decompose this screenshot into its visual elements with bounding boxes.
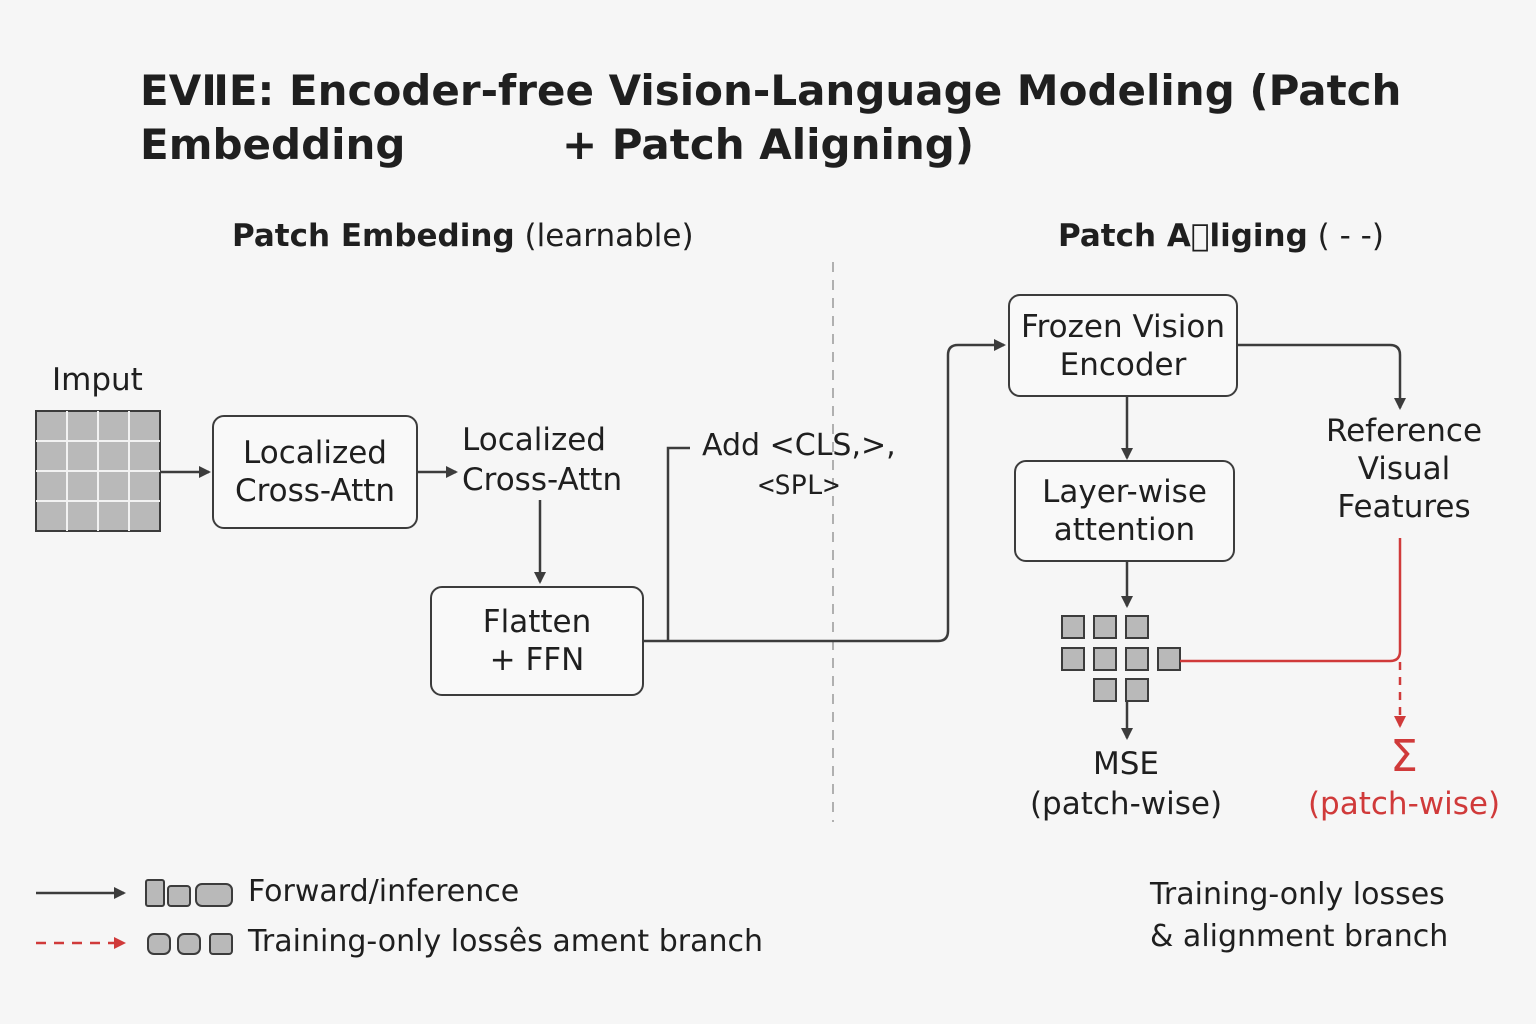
frozen-box-line2: Encoder	[1059, 346, 1187, 383]
patch-token	[1157, 647, 1181, 671]
output-patch-tokens	[1061, 615, 1181, 702]
localized-box-line2: Cross-Attn	[234, 473, 396, 509]
localized-output-line2: Cross-Attn	[462, 462, 623, 498]
input-label: Imput	[52, 362, 143, 398]
patch-token	[1061, 647, 1085, 671]
patch-token	[1093, 678, 1117, 702]
flatten-box-line2: + FFN	[489, 642, 585, 678]
arrow-encoder-to-reference	[1238, 343, 1406, 410]
reference-line1: Reference	[1325, 413, 1483, 449]
localized-box-line1: Localized	[243, 435, 387, 471]
flatten-ffn-box: Flatten + FFN	[430, 586, 644, 696]
mse-label: MSE (patch-wise)	[1026, 744, 1226, 824]
localized-output-label: Localized Cross-Attn	[462, 420, 622, 500]
add-tokens-line2: <SPL>	[758, 470, 840, 501]
mse-title: MSE	[1092, 746, 1159, 782]
reference-visual-features-label: Reference Visual Features	[1322, 412, 1486, 526]
flatten-box-line1: Flatten	[482, 604, 592, 640]
section-patch-aligning-title: Patch A⃨liging	[1058, 218, 1308, 254]
patch-token	[1093, 647, 1117, 671]
legend-training-label: Training-only lossês ament branch	[248, 924, 763, 959]
add-tokens-line1: Add <CLS,>,	[702, 428, 896, 463]
section-patch-aligning-note: ( - -)	[1317, 218, 1384, 254]
add-tokens-connector	[666, 446, 690, 640]
patch-token	[1061, 615, 1085, 639]
diagram-title-line1: EVⅡE: Encoder-free Vision-Language Model…	[140, 66, 1402, 169]
add-tokens-label: Add <CLS,>, <SPL>	[702, 426, 896, 506]
legend-note-line2: & alignment branch	[1150, 919, 1449, 954]
legend-note-line1: Training-only losses	[1150, 877, 1445, 912]
reference-line2: Visual	[1357, 451, 1451, 487]
sigma-note: (patch-wise)	[1307, 786, 1501, 822]
patch-token	[1125, 615, 1149, 639]
sigma-symbol: Σ	[1390, 731, 1418, 782]
legend-forward-label: Forward/inference	[248, 874, 520, 909]
reference-line3: Features	[1337, 489, 1471, 525]
diagram-title-line2: + Patch Aligning)	[561, 120, 975, 169]
section-patch-embedding: Patch Embeding (learnable)	[232, 218, 694, 254]
localized-cross-attn-box: Localized Cross-Attn	[212, 415, 418, 529]
red-alignment-line	[1180, 538, 1402, 663]
mse-note: (patch-wise)	[1029, 786, 1223, 822]
localized-output-line1: Localized	[462, 422, 606, 458]
frozen-vision-encoder-box: Frozen Vision Encoder	[1008, 294, 1238, 397]
layerwise-box-line2: attention	[1053, 512, 1196, 548]
input-patch-grid	[35, 410, 161, 532]
legend-forward-icons	[145, 879, 233, 907]
patch-token	[1125, 647, 1149, 671]
patch-token	[1093, 615, 1117, 639]
layerwise-box-line1: Layer-wise	[1042, 474, 1207, 510]
arrow-flatten-to-encoder	[644, 339, 1006, 643]
legend-note: Training-only losses & alignment branch	[1150, 874, 1448, 958]
section-patch-embedding-note: (learnable)	[524, 218, 694, 254]
frozen-box-line1: Frozen Vision	[1021, 308, 1225, 345]
section-patch-aligning: Patch A⃨liging ( - -)	[1058, 218, 1384, 254]
legend-training-icons	[147, 933, 233, 955]
sigma-loss-label: Σ (patch-wise)	[1306, 730, 1502, 824]
patch-token	[1125, 678, 1149, 702]
section-patch-embedding-title: Patch Embeding	[232, 218, 515, 254]
layer-wise-attention-box: Layer-wise attention	[1014, 460, 1235, 562]
